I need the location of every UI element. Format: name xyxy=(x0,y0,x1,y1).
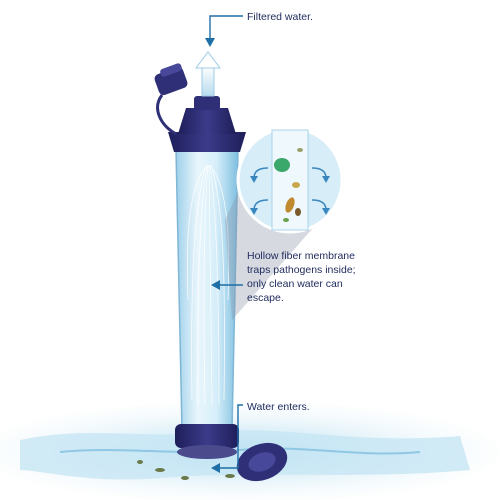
mouthpiece-cap xyxy=(154,63,188,136)
membrane-leader xyxy=(211,280,243,290)
filtered-water-leader xyxy=(205,15,243,47)
water-enters-label: Water enters. xyxy=(247,401,310,413)
membrane-label: Hollow fiber membrane traps pathogens in… xyxy=(247,250,356,304)
hollow-fiber-strands xyxy=(186,164,230,406)
filtered-water-label: Filtered water. xyxy=(247,11,313,23)
water-enters-leader xyxy=(211,404,243,473)
bottom-cap xyxy=(236,442,288,482)
water-debris xyxy=(137,460,235,480)
magnified-fiber-callout xyxy=(236,126,344,234)
filter-tube xyxy=(168,96,246,459)
pathogen-green-icon xyxy=(274,158,290,172)
pathogen-brown-icon xyxy=(285,197,295,213)
filtered-water-up-arrow xyxy=(195,51,221,97)
